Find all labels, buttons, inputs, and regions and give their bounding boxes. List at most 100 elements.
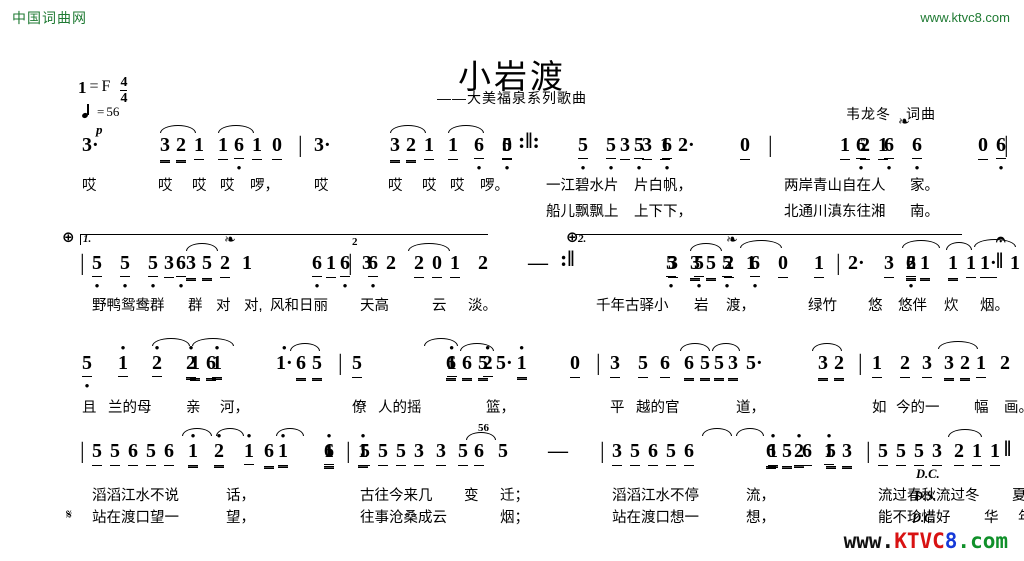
coda-icon: ⊕ xyxy=(62,228,75,246)
key-number: 1 xyxy=(78,78,87,97)
tempo-equals: = xyxy=(97,104,105,119)
note-token: 5 xyxy=(92,252,102,277)
note-token: 5 xyxy=(782,440,792,469)
slur xyxy=(946,242,972,250)
note-token: 3 xyxy=(436,440,446,466)
note-token: 5 xyxy=(606,134,616,159)
repeat-sign-start: :‖: xyxy=(518,128,540,153)
lyric-token: 哎 xyxy=(158,178,173,194)
lyric-token: 哎 xyxy=(82,178,97,194)
lyrics-row-1-verse-1: 哎哎哎哎啰，哎哎哎哎啰。一江碧水片片白帆，两岸青山自在人家。 xyxy=(0,174,1024,196)
note-token: 5 xyxy=(914,440,924,466)
lyric-token: 流过春秋流过冬 xyxy=(878,488,980,504)
note-token: 5· xyxy=(496,352,513,374)
note-token: 6 xyxy=(884,134,894,159)
note-token: 1 xyxy=(920,252,930,281)
lyric-token: 往事沧桑成云 xyxy=(360,510,447,526)
final-double-bar-2: ‖ xyxy=(1004,436,1012,461)
note-token: 1 xyxy=(972,440,982,466)
note-token: 5 xyxy=(458,440,468,466)
note-token: | xyxy=(768,132,773,157)
note-token: 5 xyxy=(706,252,716,281)
note-token: 2 xyxy=(176,134,186,163)
note-token: 6 xyxy=(462,352,472,381)
lyric-token: 云 xyxy=(432,298,447,314)
note-token: 2 xyxy=(214,440,224,468)
second-ending-label: 2. xyxy=(578,233,587,245)
note-token: 5 xyxy=(478,352,488,381)
lyric-token: 年？ xyxy=(1018,506,1024,527)
slur xyxy=(812,343,842,351)
lyric-token: 兰的母 xyxy=(108,400,152,416)
lyric-token: 今的一 xyxy=(896,400,940,416)
note-token: 1 xyxy=(448,134,458,160)
coda-icon-2: ⊕ xyxy=(566,228,579,246)
note-token: | xyxy=(298,132,303,157)
note-token: 3 xyxy=(414,440,424,466)
note-token: 5 xyxy=(110,440,120,466)
lyric-token: 平 xyxy=(610,400,625,416)
watermark-site-url-top: www.ktvc8.com xyxy=(920,10,1010,25)
note-token: 3 xyxy=(612,440,622,466)
lyric-token: 悠伴 xyxy=(898,298,927,314)
lyric-token: 僚 xyxy=(352,400,367,416)
slur xyxy=(290,343,320,351)
note-token: | xyxy=(346,438,351,463)
note-token: 3 xyxy=(186,252,196,281)
note-token: 5 xyxy=(378,440,388,466)
lyric-token: 站在渡口想一 xyxy=(612,510,699,526)
time-signature: 4 4 xyxy=(120,76,128,106)
lyric-token: 风和日丽 xyxy=(270,298,328,314)
note-token: | xyxy=(858,350,863,375)
fermata-icon: 𝄐 xyxy=(996,230,1006,250)
note-token: 6 xyxy=(684,352,694,381)
lyric-token: 天高 xyxy=(360,298,389,314)
note-token: 1 xyxy=(188,440,198,468)
note-token: 0 xyxy=(570,352,580,378)
lyric-token: 越的官 xyxy=(636,400,680,416)
note-token: 5 xyxy=(396,440,406,466)
slur xyxy=(466,432,496,440)
note-token: 1 xyxy=(990,440,1000,466)
slur xyxy=(974,239,1016,247)
note-token: 6 xyxy=(802,440,812,466)
note-token: 1 xyxy=(814,252,824,278)
note-token: 3 xyxy=(390,134,400,163)
lyric-token: 两岸青山自在人 xyxy=(784,178,886,194)
note-token: 5 xyxy=(312,352,322,381)
note-token: 5 xyxy=(148,252,158,277)
lyric-token: 华 xyxy=(984,510,999,526)
note-token: 5 xyxy=(82,352,92,377)
note-token: | xyxy=(80,250,85,275)
lyric-token: 烟。 xyxy=(980,298,1009,314)
note-token: 3· xyxy=(314,134,331,156)
note-token: 0 xyxy=(502,134,512,160)
lyric-token: 淡。 xyxy=(468,298,497,314)
note-token: 5 xyxy=(352,352,362,378)
lyric-token: 人的摇 xyxy=(378,400,422,416)
note-token: 3 xyxy=(818,352,828,381)
note-token: 3 xyxy=(164,252,174,278)
lyric-token: 篮， xyxy=(486,400,515,416)
note-token: 3 xyxy=(160,134,170,163)
quarter-note-icon xyxy=(82,103,95,119)
note-token: 2 xyxy=(900,352,910,378)
note-token: 3 xyxy=(944,352,954,381)
repeat-instruction-dc2: D.C. xyxy=(912,511,936,525)
lyric-token: 野鸭鸳鸯群 xyxy=(92,298,165,314)
lyric-token: 悠 xyxy=(868,298,883,314)
note-token: 1 xyxy=(516,352,527,380)
watermark-dotcom: .com xyxy=(957,529,1008,553)
slur xyxy=(448,125,484,133)
lyric-token: 话， xyxy=(226,488,255,504)
note-token: 1 xyxy=(450,252,460,278)
note-token: 0 xyxy=(432,252,442,278)
lyric-token: 想， xyxy=(746,510,775,526)
lyric-token: 亲 xyxy=(186,400,201,416)
lyrics-row-2: 野鸭鸳鸯群群对对,风和日丽天高云淡。千年古驿小岩渡，绿竹悠悠伴炊烟。 xyxy=(0,294,1024,316)
lyric-token: 一江碧水片 xyxy=(546,178,619,194)
note-token: 2 xyxy=(724,252,734,278)
slur xyxy=(160,125,196,133)
